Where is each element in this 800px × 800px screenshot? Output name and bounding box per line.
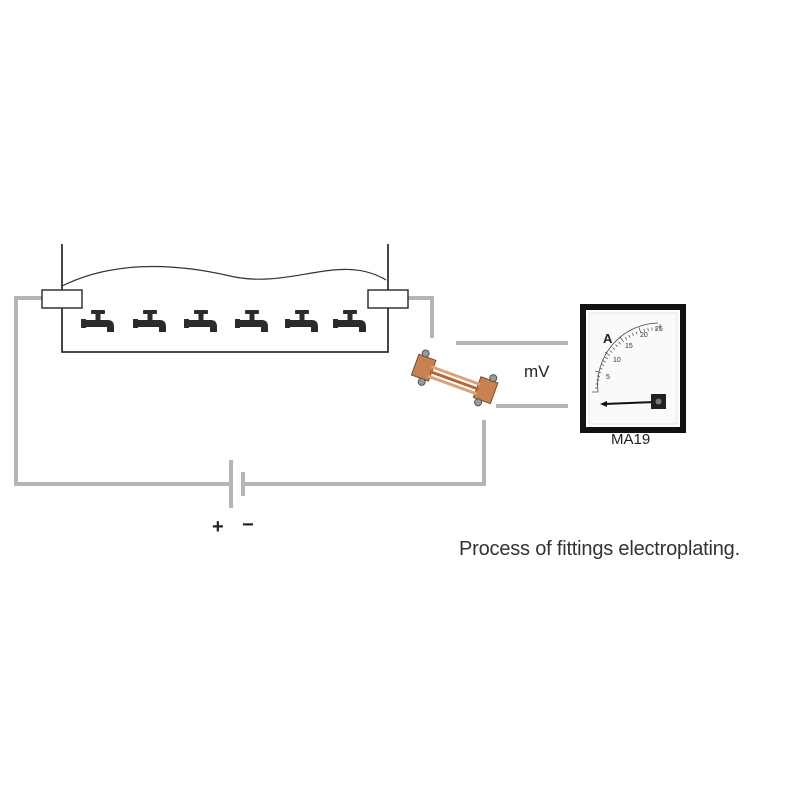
shunt-strip-top xyxy=(430,365,481,386)
needle-tip xyxy=(600,401,607,407)
ammeter-model-label: MA19 xyxy=(611,431,651,448)
meter-minor-tick xyxy=(618,341,621,345)
diagram-caption: Process of fittings electroplating. xyxy=(459,538,740,560)
meter-minor-tick xyxy=(624,336,628,340)
meter-minor-tick xyxy=(604,356,608,360)
negative-terminal-label: − xyxy=(242,514,254,536)
fittings-row xyxy=(81,310,366,332)
meter-scale-label: 20 xyxy=(640,332,648,339)
meter-minor-tick xyxy=(615,344,618,348)
shunt-screw xyxy=(417,377,426,386)
tank-outline xyxy=(61,244,389,353)
battery-positive-plate xyxy=(229,460,233,508)
liquid-surface xyxy=(61,265,387,287)
meter-minor-tick xyxy=(631,333,634,337)
pivot-screw xyxy=(655,398,662,405)
shunt-strip-bottom xyxy=(427,374,478,396)
positive-terminal-label: + xyxy=(212,516,224,538)
battery-negative-plate xyxy=(241,472,245,496)
meter-scale-arc xyxy=(597,322,659,393)
shunt-resistor xyxy=(410,349,499,407)
meter-scale-label: 15 xyxy=(625,343,633,350)
millivolt-label: mV xyxy=(524,362,550,381)
faucet-icon xyxy=(235,310,268,332)
shunt-screw xyxy=(421,349,430,358)
meter-minor-tick xyxy=(647,328,649,332)
meter-major-tick xyxy=(604,351,611,356)
wire-bottom-right xyxy=(244,420,486,486)
meter-ticks xyxy=(592,324,661,393)
wire-right-top xyxy=(408,296,434,338)
meter-minor-tick xyxy=(643,328,645,332)
ammeter-unit-label: A xyxy=(603,331,613,346)
meter-minor-tick xyxy=(601,363,605,366)
meter-minor-tick xyxy=(602,360,606,363)
meter-minor-tick xyxy=(635,331,638,335)
meter-minor-tick xyxy=(596,375,600,377)
meter-scale-label: 25 xyxy=(655,326,663,333)
meter-needle xyxy=(603,401,657,405)
faucet-icon xyxy=(133,310,166,332)
meter-minor-tick xyxy=(612,347,616,350)
shunt-screw xyxy=(489,374,498,383)
meter-major-tick xyxy=(595,370,602,374)
meter-scale-label: 5 xyxy=(606,374,610,381)
plating-tank xyxy=(41,244,409,353)
left-electrode xyxy=(41,289,83,309)
meter-major-tick xyxy=(619,336,624,343)
faucet-icon xyxy=(333,310,366,332)
shunt-screw xyxy=(474,398,483,407)
meter-minor-tick xyxy=(599,367,603,370)
shunt-base-left xyxy=(410,353,437,382)
faucet-icon xyxy=(285,310,318,332)
faucet-icon xyxy=(184,310,217,332)
wire-left xyxy=(14,296,232,486)
circuit-wires xyxy=(14,296,568,486)
meter-minor-tick xyxy=(609,350,613,353)
meter-major-tick xyxy=(638,327,642,334)
meter-minor-tick xyxy=(628,334,631,338)
meter-scale-label: 10 xyxy=(613,357,621,364)
faucet-icon xyxy=(81,310,114,332)
ammeter xyxy=(580,304,686,433)
battery-symbol xyxy=(229,460,245,508)
meter-minor-tick xyxy=(596,379,600,381)
right-electrode xyxy=(367,289,409,309)
shunt-strip-mid xyxy=(429,370,480,391)
